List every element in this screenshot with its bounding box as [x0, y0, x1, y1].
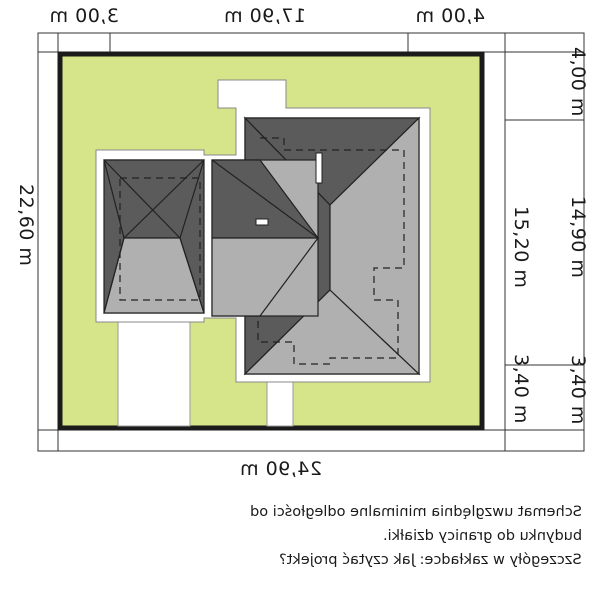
entrance-path — [266, 376, 294, 427]
dim-top-mid: 17,90 m — [224, 5, 306, 27]
caption-line-2: budynku do granicy działki. — [382, 528, 582, 544]
dim-bottom: 24,90 m — [240, 458, 322, 480]
dim-inner-mid: 15,20 m — [510, 206, 532, 288]
dim-right-top: 4,00 m — [567, 47, 589, 117]
caption-line-1: Schemat uwzględnia minimalne odległości … — [250, 504, 582, 520]
dim-inner-bottom: 3,40 m — [510, 354, 532, 424]
left-roof — [103, 159, 205, 314]
chimney-main — [315, 152, 323, 184]
wall-outline-dashed — [119, 137, 405, 365]
middle-roof — [211, 159, 320, 317]
dim-left: 22,60 m — [15, 184, 37, 266]
caption: Schemat uwzględnia minimalne odległości … — [22, 500, 582, 572]
dim-top-right: 4,00 m — [415, 5, 485, 27]
dim-top-left: 3,00 m — [49, 5, 119, 27]
driveway — [117, 321, 191, 427]
caption-line-3: Szczegóły w zakładce: Jak czytać projekt… — [279, 552, 582, 568]
dim-right-mid: 14,90 m — [567, 196, 589, 278]
chimney-middle — [255, 218, 269, 226]
dim-right-bottom: 3,40 m — [567, 355, 589, 425]
